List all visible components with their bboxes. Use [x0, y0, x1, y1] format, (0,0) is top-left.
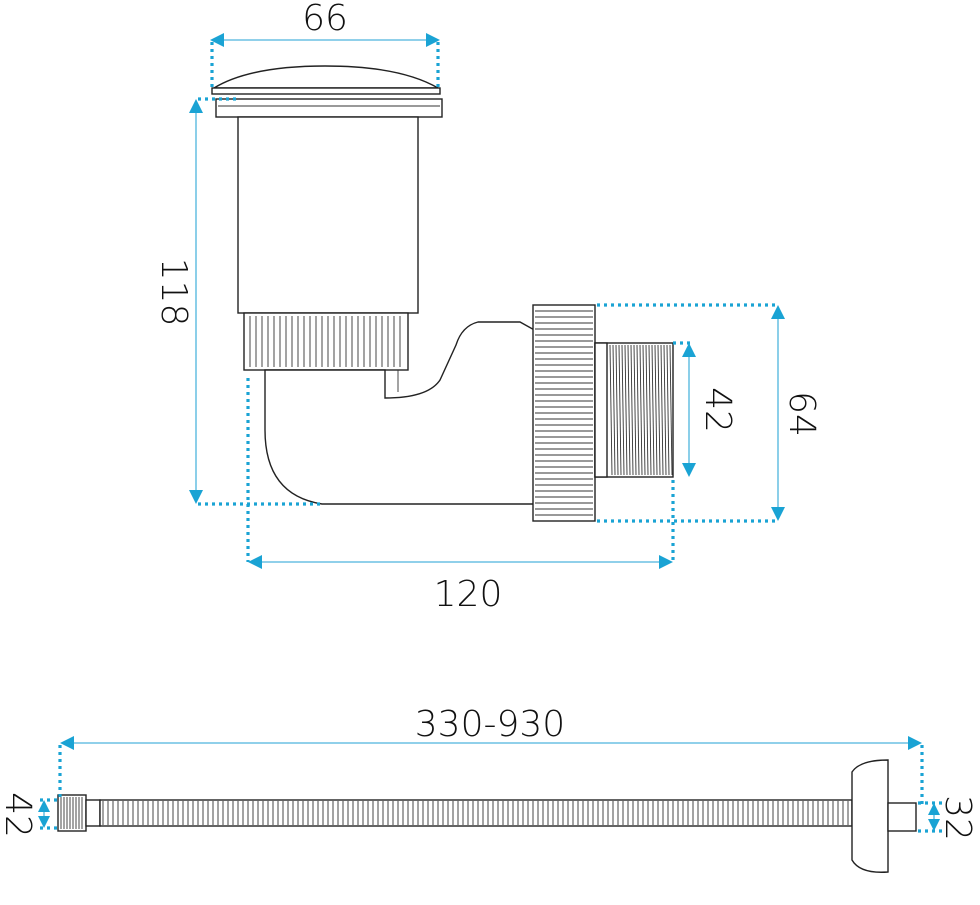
label-66: 66 [302, 0, 348, 39]
dimension-32: 32 [918, 795, 978, 841]
hatch-line [636, 344, 640, 476]
hatch-line [630, 344, 634, 476]
hose-left-nut-ribs [60, 797, 83, 829]
label-118: 118 [153, 258, 194, 327]
label-42-hose: 42 [0, 792, 38, 838]
flexible-hose [57, 759, 917, 873]
elbow-body [264, 321, 539, 505]
dimension-64: 64 [597, 303, 822, 523]
hatch-line [666, 344, 670, 476]
hatch-line [648, 344, 652, 476]
hose-left-collar [85, 799, 101, 827]
hatch-line [621, 344, 625, 476]
dimension-120: 120 [246, 378, 675, 615]
hatch-line [645, 344, 649, 476]
hatch-line [669, 344, 673, 476]
label-120: 120 [434, 574, 503, 615]
drain-plug-assembly [211, 65, 674, 522]
plug-body [237, 116, 419, 314]
nut-ribs [249, 316, 401, 367]
hose-corrugated-tube [99, 799, 853, 827]
hose-rosette [851, 759, 889, 873]
hatch-line [657, 344, 661, 476]
dimension-330-930: 330-930 [58, 704, 924, 805]
hose-right-pipe [887, 802, 917, 832]
hatch-line [618, 344, 622, 476]
hose-corrugation [102, 801, 849, 825]
hatch-line [654, 344, 658, 476]
hatch-line [663, 344, 667, 476]
hatch-line [660, 344, 664, 476]
hatch-line [651, 344, 655, 476]
hatch-line [639, 344, 643, 476]
plug-cap [211, 65, 441, 89]
dimension-42-thread: 42 [673, 341, 738, 477]
label-32: 32 [937, 795, 978, 841]
plug-cap-base [211, 87, 441, 95]
thread-lines [609, 344, 673, 476]
hose-left-nut [57, 794, 87, 832]
thread-collar [594, 342, 608, 478]
hatch-line [642, 344, 646, 476]
label-64: 64 [781, 391, 822, 437]
hatch-line [612, 344, 616, 476]
hatch-line [624, 344, 628, 476]
hatch-line [609, 344, 613, 476]
hatch-line [615, 344, 619, 476]
dimension-42-hose: 42 [0, 792, 58, 838]
label-42-thread: 42 [697, 387, 738, 433]
hatch-line [627, 344, 631, 476]
dimension-118: 118 [153, 97, 322, 506]
outlet-nut-ribs [535, 310, 593, 516]
plug-ribbed-nut [243, 312, 409, 371]
hatch-line [633, 344, 637, 476]
plug-flange [215, 98, 443, 118]
label-330-930: 330-930 [415, 704, 565, 745]
dimension-66: 66 [210, 0, 440, 90]
